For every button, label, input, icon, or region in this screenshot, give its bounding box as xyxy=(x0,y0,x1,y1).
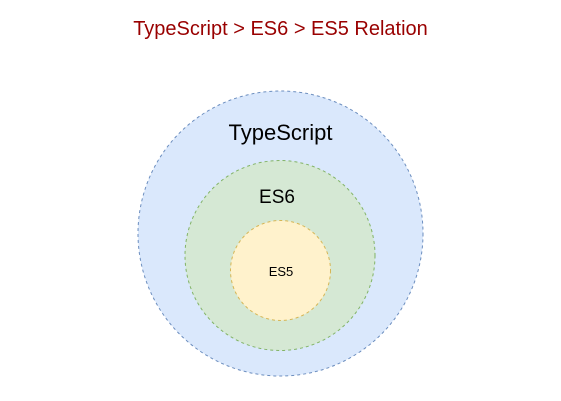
typescript-label: TypeScript xyxy=(229,120,333,145)
diagram-title: TypeScript > ES6 > ES5 Relation xyxy=(133,18,428,40)
es6-label: ES6 xyxy=(259,187,295,208)
es5-label: ES5 xyxy=(269,264,294,279)
es5-circle xyxy=(230,220,331,321)
